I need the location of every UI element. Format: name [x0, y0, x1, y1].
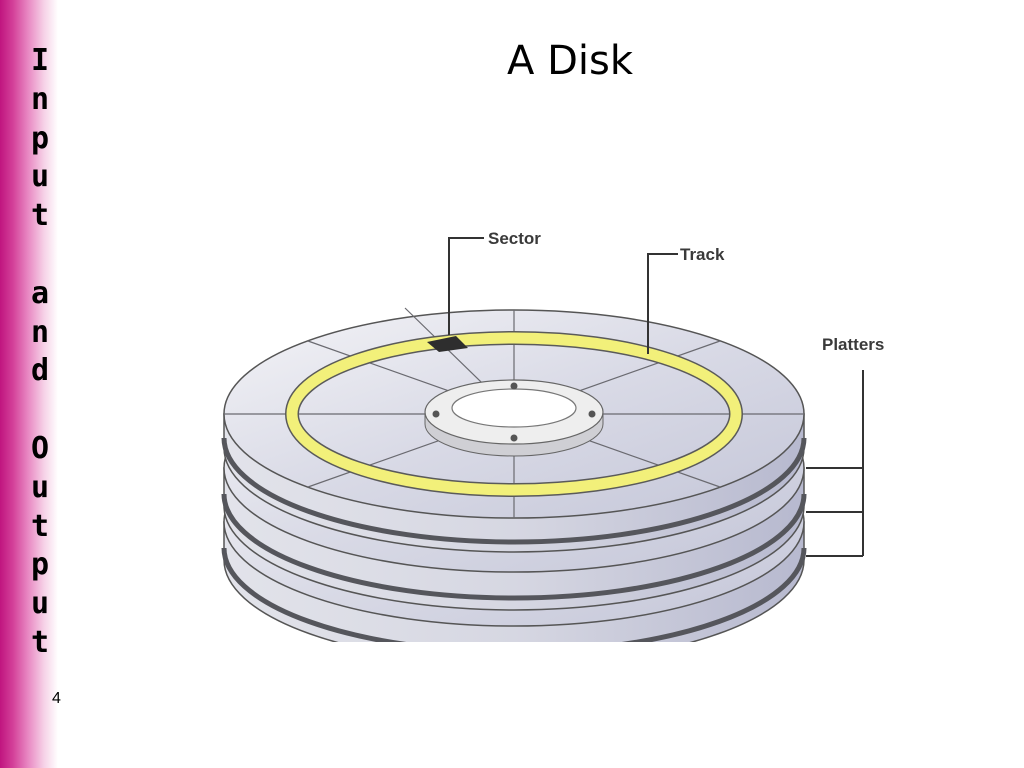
- vertical-title-char: I: [30, 43, 50, 78]
- spindle-hub: [424, 379, 604, 457]
- vertical-title-char: t: [30, 508, 50, 544]
- disk-diagram: Sector Track Platters: [220, 224, 910, 665]
- vertical-title-char: d: [30, 353, 50, 389]
- vertical-title-char: u: [30, 586, 50, 622]
- platter-top: [221, 307, 807, 553]
- platters-callout: Platters: [806, 335, 884, 557]
- track-label: Track: [680, 245, 725, 264]
- vertical-title-char: p: [30, 120, 50, 156]
- sector-label: Sector: [488, 229, 541, 248]
- vertical-title-char: O: [30, 431, 50, 466]
- sector-highlight: [427, 336, 468, 352]
- disk-diagram-svg: Sector Track Platters: [221, 229, 884, 665]
- track-ring: [286, 332, 742, 496]
- slide-title: A Disk: [507, 38, 633, 84]
- sidebar-gradient: [0, 0, 58, 768]
- vertical-title-char: n: [30, 81, 50, 117]
- slide-number: 4: [52, 690, 61, 707]
- vertical-title-char: p: [30, 547, 50, 583]
- vertical-title-char: t: [30, 625, 50, 660]
- vertical-title-char: a: [30, 275, 50, 311]
- sector-callout: Sector: [448, 229, 541, 335]
- platters-label: Platters: [822, 335, 884, 354]
- vertical-title-char: t: [30, 198, 50, 234]
- vertical-title-char: u: [30, 469, 50, 505]
- vertical-title-char: u: [30, 159, 50, 195]
- track-callout: Track: [647, 245, 725, 354]
- vertical-title-char: n: [30, 314, 50, 350]
